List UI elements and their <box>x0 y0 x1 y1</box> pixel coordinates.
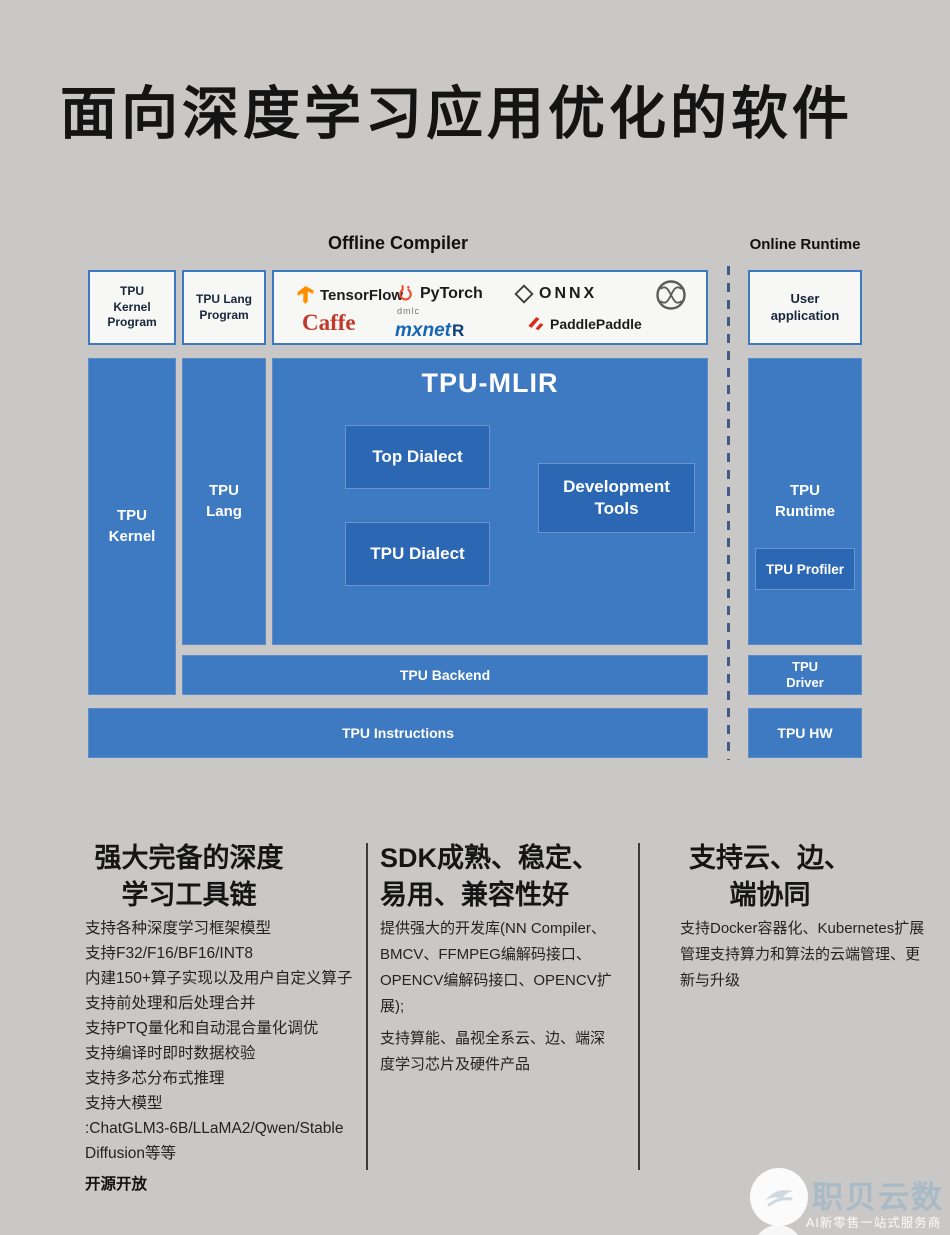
top-dialect-label: Top Dialect <box>372 447 463 466</box>
column2-paragraph: 提供强大的开发库(NN Compiler、BMCV、FFMPEG编解码接口、OP… <box>380 920 612 1015</box>
tpu-dialect-label: TPU Dialect <box>370 544 465 563</box>
tpu-kernel-box: TPU Kernel <box>88 358 176 695</box>
column3-paragraph: 支持Docker容器化、Kubernetes扩展管理支持算力和算法的云端管理、更… <box>680 920 925 989</box>
dmlc-label: dmlc <box>397 306 421 316</box>
mxnet-label: mxnet <box>395 320 451 341</box>
paddlepaddle-label: PaddlePaddle <box>550 315 642 332</box>
column3-heading: 支持云、边、 端协同 <box>680 840 860 914</box>
tpu-driver-label: TPU Driver <box>786 658 824 690</box>
column1-body: 支持各种深度学习框架模型 支持F32/F16/BF16/INT8 内建150+算… <box>85 916 367 1197</box>
top-dialect-box: Top Dialect <box>345 425 490 489</box>
tpu-profiler-label: TPU Profiler <box>765 561 844 577</box>
watermark-logo <box>750 1168 808 1226</box>
tpu-lang-label: TPU Lang <box>206 482 242 520</box>
user-application-label: User application <box>770 290 840 323</box>
column2-heading-line1: SDK成熟、稳定、 <box>380 843 600 873</box>
online-runtime-label: Online Runtime <box>749 236 861 253</box>
tpu-mlir-box: TPU-MLIR Top Dialect TPU Dialect Develop… <box>272 358 708 645</box>
tpu-dialect-box: TPU Dialect <box>345 522 490 586</box>
watermark-logo-partial <box>753 1225 803 1235</box>
column1-item: 支持多芯分布式推理 <box>85 1070 225 1087</box>
offline-compiler-label: Offline Compiler <box>327 233 468 253</box>
development-tools-label: Development Tools <box>563 476 670 518</box>
column-divider-1 <box>366 843 368 1170</box>
tpu-kernel-label: TPU Kernel <box>108 507 156 545</box>
column1-item: 支持F32/F16/BF16/INT8 <box>85 945 253 962</box>
tpu-backend-label: TPU Backend <box>399 667 491 683</box>
tpu-kernel-program-label: TPU Kernel Program <box>107 284 157 330</box>
tpu-lang-program-label: TPU Lang Program <box>196 291 252 322</box>
column1-heading-line2: 学习工具链 <box>121 880 257 910</box>
paddle-icon <box>528 317 544 331</box>
column1-heading-line1: 强大完备的深度 <box>94 843 284 873</box>
onnx-logo: ONNX <box>514 284 597 304</box>
watermark-tagline: AI新零售一站式服务商 <box>806 1216 942 1230</box>
development-tools-box: Development Tools <box>538 463 695 533</box>
column1-item: 支持大模型 <box>85 1095 163 1112</box>
column3-heading-line2: 端协同 <box>729 880 811 910</box>
column2-heading: SDK成熟、稳定、 易用、兼容性好 <box>380 840 640 914</box>
knot-icon <box>656 280 686 310</box>
tpu-instructions-label: TPU Instructions <box>341 725 454 741</box>
column1-item: 支持各种深度学习框架模型 <box>85 920 272 937</box>
user-application-box: User application <box>748 270 862 345</box>
tpu-driver-box: TPU Driver <box>748 655 862 695</box>
pytorch-label: PyTorch <box>420 284 483 302</box>
tpu-runtime-label: TPU Runtime <box>775 482 835 520</box>
column1-item: 支持前处理和后处理合并 <box>85 995 256 1012</box>
caffe-logo: Caffe <box>302 310 356 335</box>
tensorflow-logo: TensorFlow <box>296 285 403 306</box>
onnx-diamond-icon <box>514 284 534 304</box>
tpu-instructions-bar: TPU Instructions <box>88 708 708 758</box>
column1-item: :ChatGLM3-6B/LLaMA2/Qwen/Stable Diffusio… <box>85 1120 344 1162</box>
tpu-lang-program-box: TPU Lang Program <box>182 270 266 345</box>
column3-heading-line1: 支持云、边、 <box>689 843 851 873</box>
paddlepaddle-logo: PaddlePaddle <box>526 314 642 333</box>
column2-body: 提供强大的开发库(NN Compiler、BMCV、FFMPEG编解码接口、OP… <box>380 916 618 1084</box>
column-divider-2 <box>638 843 640 1170</box>
offline-online-divider <box>727 266 730 760</box>
column1-item: 支持编译时即时数据校验 <box>85 1045 256 1062</box>
column2-paragraph: 支持算能、晶视全系云、边、端深度学习芯片及硬件产品 <box>380 1030 606 1073</box>
column3-body: 支持Docker容器化、Kubernetes扩展管理支持算力和算法的云端管理、更… <box>680 916 932 994</box>
pytorch-logo: PyTorch <box>396 283 483 304</box>
pytorch-icon <box>399 284 412 301</box>
mxnet-r-label: R <box>451 321 465 340</box>
page-title: 面向深度学习应用优化的软件 <box>60 82 853 146</box>
tpu-runtime-box: TPU Runtime TPU Profiler <box>748 358 862 645</box>
tpu-profiler-box: TPU Profiler <box>755 548 855 590</box>
column1-item: 内建150+算子实现以及用户自定义算子 <box>85 970 353 987</box>
column1-item: 支持PTQ量化和自动混合量化调优 <box>85 1020 319 1037</box>
tpu-lang-box: TPU Lang <box>182 358 266 645</box>
tensorflow-label: TensorFlow <box>320 287 404 304</box>
tensorflow-icon <box>297 286 314 304</box>
frameworks-box: TensorFlow PyTorch ONNX Caffe dmlc m <box>272 270 708 345</box>
onnx-label: ONNX <box>539 285 598 302</box>
bird-icon <box>765 1190 793 1207</box>
column2-heading-line2: 易用、兼容性好 <box>380 880 569 910</box>
onnx-knot-logo <box>652 276 690 314</box>
tpu-hw-label: TPU HW <box>777 725 833 741</box>
tpu-mlir-title: TPU-MLIR <box>421 368 559 398</box>
watermark-name: 职贝云数 <box>812 1180 944 1215</box>
column1-heading: 强大完备的深度 学习工具链 <box>85 840 293 914</box>
tpu-hw-box: TPU HW <box>748 708 862 758</box>
column1-footer: 开源开放 <box>85 1176 148 1193</box>
tpu-backend-bar: TPU Backend <box>182 655 708 695</box>
tpu-kernel-program-box: TPU Kernel Program <box>88 270 176 345</box>
